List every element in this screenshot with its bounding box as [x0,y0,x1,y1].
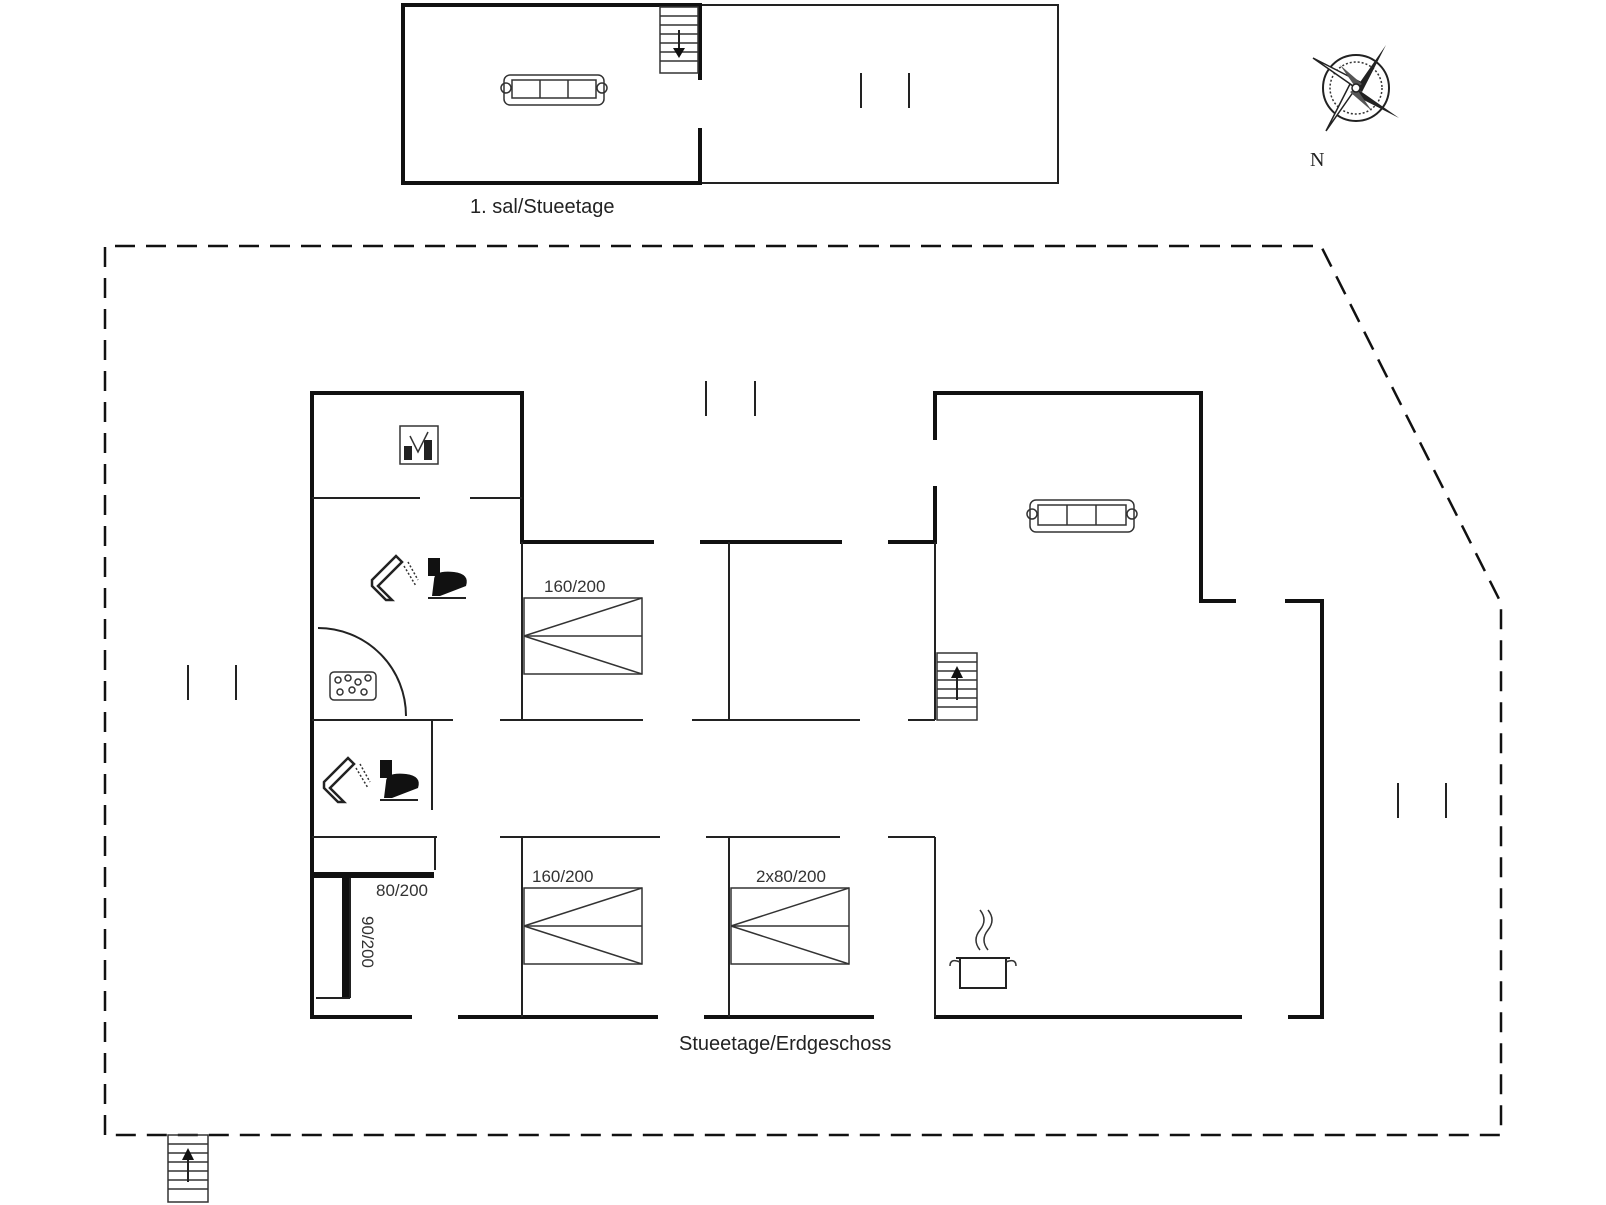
ground-floor: 80/200 90/200 160/200 160/200 2x80/200 [103,244,1503,1203]
window-icon [860,73,910,108]
bed-size-label: 160/200 [544,577,605,596]
window-icon [1397,783,1447,818]
window-icon [187,665,237,700]
terrace-outline [103,244,1503,1137]
twin-beds: 2x80/200 [730,867,850,965]
sofa-icon [1026,499,1138,533]
sofa-icon [500,74,608,106]
double-bed: 160/200 [523,867,643,965]
stairs-icon [936,652,978,721]
cooking-pot-icon [949,909,1017,989]
shower-icon [322,756,371,804]
bed-size-label: 90/200 [358,916,377,968]
upper-floor: 1. sal/Stueetage [401,3,1059,218]
bed-size-label: 80/200 [376,881,428,900]
bunk-bed: 80/200 90/200 [314,872,434,999]
east-wall [1285,599,1324,1019]
sauna-icon [329,671,377,701]
compass-rose-icon: N [1310,45,1399,171]
upper-floor-loft-outline [700,4,1059,184]
stairs-icon [167,1134,209,1203]
double-bed: 160/200 [523,577,643,675]
bed-size-label: 2x80/200 [756,867,826,886]
upper-floor-room-wall [401,3,702,185]
toilet-icon [428,558,467,599]
upper-floor-label: 1. sal/Stueetage [470,196,615,218]
west-wall [310,391,654,1019]
ground-floor-label: Stueetage/Erdgeschoss [679,1033,891,1055]
toilet-icon [380,760,419,801]
sauna-door-arc [317,627,407,717]
shower-icon [370,554,419,602]
bed-size-label: 160/200 [532,867,593,886]
washing-machine-icon [399,425,439,465]
north-label: N [1310,149,1324,171]
stairs-icon [659,6,699,74]
window-icon [705,381,756,416]
living-north-wall [933,391,1236,603]
